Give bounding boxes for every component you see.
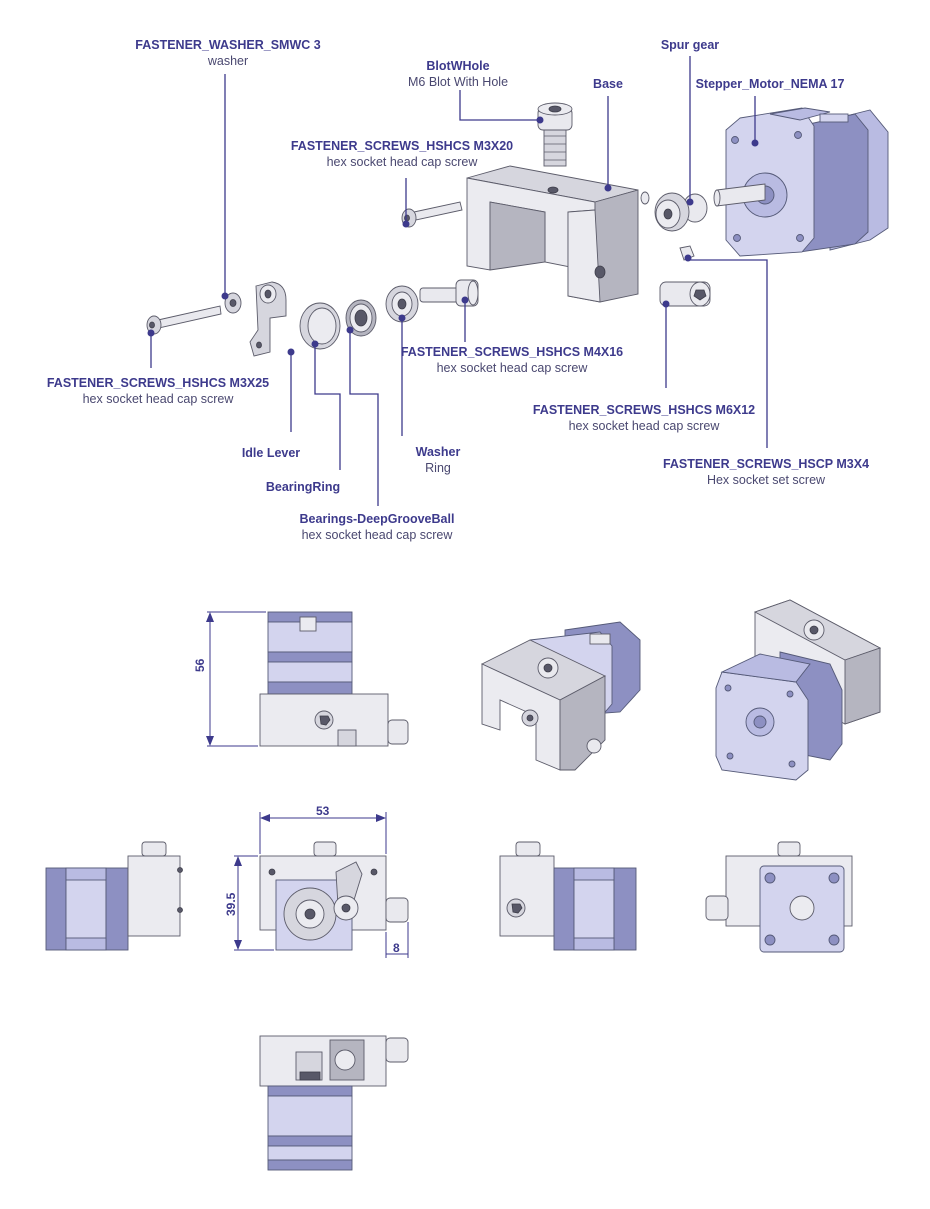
iso-view-back: [715, 599, 882, 781]
callout-idle-lever-title: Idle Lever: [241, 446, 301, 460]
callout-spur-gear-title: Spur gear: [660, 38, 720, 52]
base-part: [466, 165, 639, 303]
callout-bearing-ring: BearingRing: [258, 479, 348, 495]
front-view-53: [234, 812, 409, 958]
screw-m3x20-part: [401, 201, 463, 228]
callout-screw-m6x12-subtitle: hex socket head cap screw: [568, 419, 720, 433]
callout-screw-m4x16-title: FASTENER_SCREWS_HSHCS M4X16: [400, 345, 624, 359]
callout-bearing-ring-title: BearingRing: [265, 480, 341, 494]
callout-screw-m3x20: FASTENER_SCREWS_HSHCS M3X20 hex socket h…: [282, 138, 522, 170]
idle-lever-part: [249, 281, 287, 357]
callout-screw-m6x12: FASTENER_SCREWS_HSHCS M6X12 hex socket h…: [526, 402, 762, 434]
exploded-view: [146, 56, 889, 506]
callout-blot-subtitle: M6 Blot With Hole: [407, 75, 509, 89]
washer-ring-part: [385, 285, 419, 323]
callout-set-screw-title: FASTENER_SCREWS_HSCP M3X4: [662, 457, 870, 471]
left-side-view: [45, 841, 183, 951]
side-view-56: [206, 611, 409, 747]
callout-screw-m4x16: FASTENER_SCREWS_HSHCS M4X16 hex socket h…: [392, 344, 632, 376]
spur-gear-part: [640, 191, 708, 232]
callout-screw-m3x20-subtitle: hex socket head cap screw: [326, 155, 478, 169]
callout-screw-m3x25-subtitle: hex socket head cap screw: [82, 392, 234, 406]
callout-screw-m4x16-subtitle: hex socket head cap screw: [436, 361, 588, 375]
callout-set-screw: FASTENER_SCREWS_HSCP M3X4 Hex socket set…: [656, 456, 876, 488]
callout-washer: FASTENER_WASHER_SMWC 3 washer: [128, 37, 328, 69]
washer-part: [224, 292, 242, 314]
callout-screw-m6x12-title: FASTENER_SCREWS_HSHCS M6X12: [532, 403, 756, 417]
dimension-39-5: 39.5: [224, 892, 238, 916]
callout-idle-lever: Idle Lever: [236, 445, 306, 461]
iso-view-front: [480, 621, 641, 771]
callout-base-title: Base: [593, 77, 623, 91]
callout-bearings-title: Bearings-DeepGrooveBall: [299, 512, 455, 526]
leader-lines: [147, 56, 768, 506]
callout-washer-title: FASTENER_WASHER_SMWC 3: [135, 38, 321, 52]
callout-blot-title: BlotWHole: [426, 59, 490, 73]
callout-bearings-subtitle: hex socket head cap screw: [301, 528, 453, 542]
callout-screw-m3x25-title: FASTENER_SCREWS_HSHCS M3X25: [46, 376, 270, 390]
callout-blot: BlotWHole M6 Blot With Hole: [378, 58, 538, 90]
screw-m3x25-part: [146, 305, 222, 335]
bearing-part: [345, 299, 377, 337]
callout-washer-ring-title: Washer: [415, 445, 461, 459]
back-view: [705, 841, 853, 953]
screw-m4x16-part: [419, 279, 479, 307]
dimension-8: 8: [393, 941, 400, 955]
callout-spur-gear: Spur gear: [650, 37, 730, 53]
callout-base: Base: [578, 76, 638, 92]
bearing-ring-part: [299, 302, 341, 350]
callout-bearings: Bearings-DeepGrooveBall hex socket head …: [287, 511, 467, 543]
right-side-view: [499, 841, 637, 951]
callout-stepper-motor: Stepper_Motor_NEMA 17: [690, 76, 850, 92]
dimension-53: 53: [316, 804, 330, 818]
callout-set-screw-subtitle: Hex socket set screw: [706, 473, 826, 487]
top-view: [259, 1035, 409, 1171]
blot-with-hole-part: [537, 102, 573, 167]
callout-washer-subtitle: washer: [207, 54, 249, 68]
callout-stepper-motor-title: Stepper_Motor_NEMA 17: [695, 77, 845, 91]
callout-washer-ring-subtitle: Ring: [425, 461, 451, 475]
callout-screw-m3x20-title: FASTENER_SCREWS_HSHCS M3X20: [290, 139, 514, 153]
stepper-motor-part: [713, 107, 889, 257]
screw-m6x12-part: [659, 281, 711, 307]
callout-washer-ring: Washer Ring: [408, 444, 468, 476]
dimension-56: 56: [193, 658, 207, 672]
callout-screw-m3x25: FASTENER_SCREWS_HSHCS M3X25 hex socket h…: [38, 375, 278, 407]
